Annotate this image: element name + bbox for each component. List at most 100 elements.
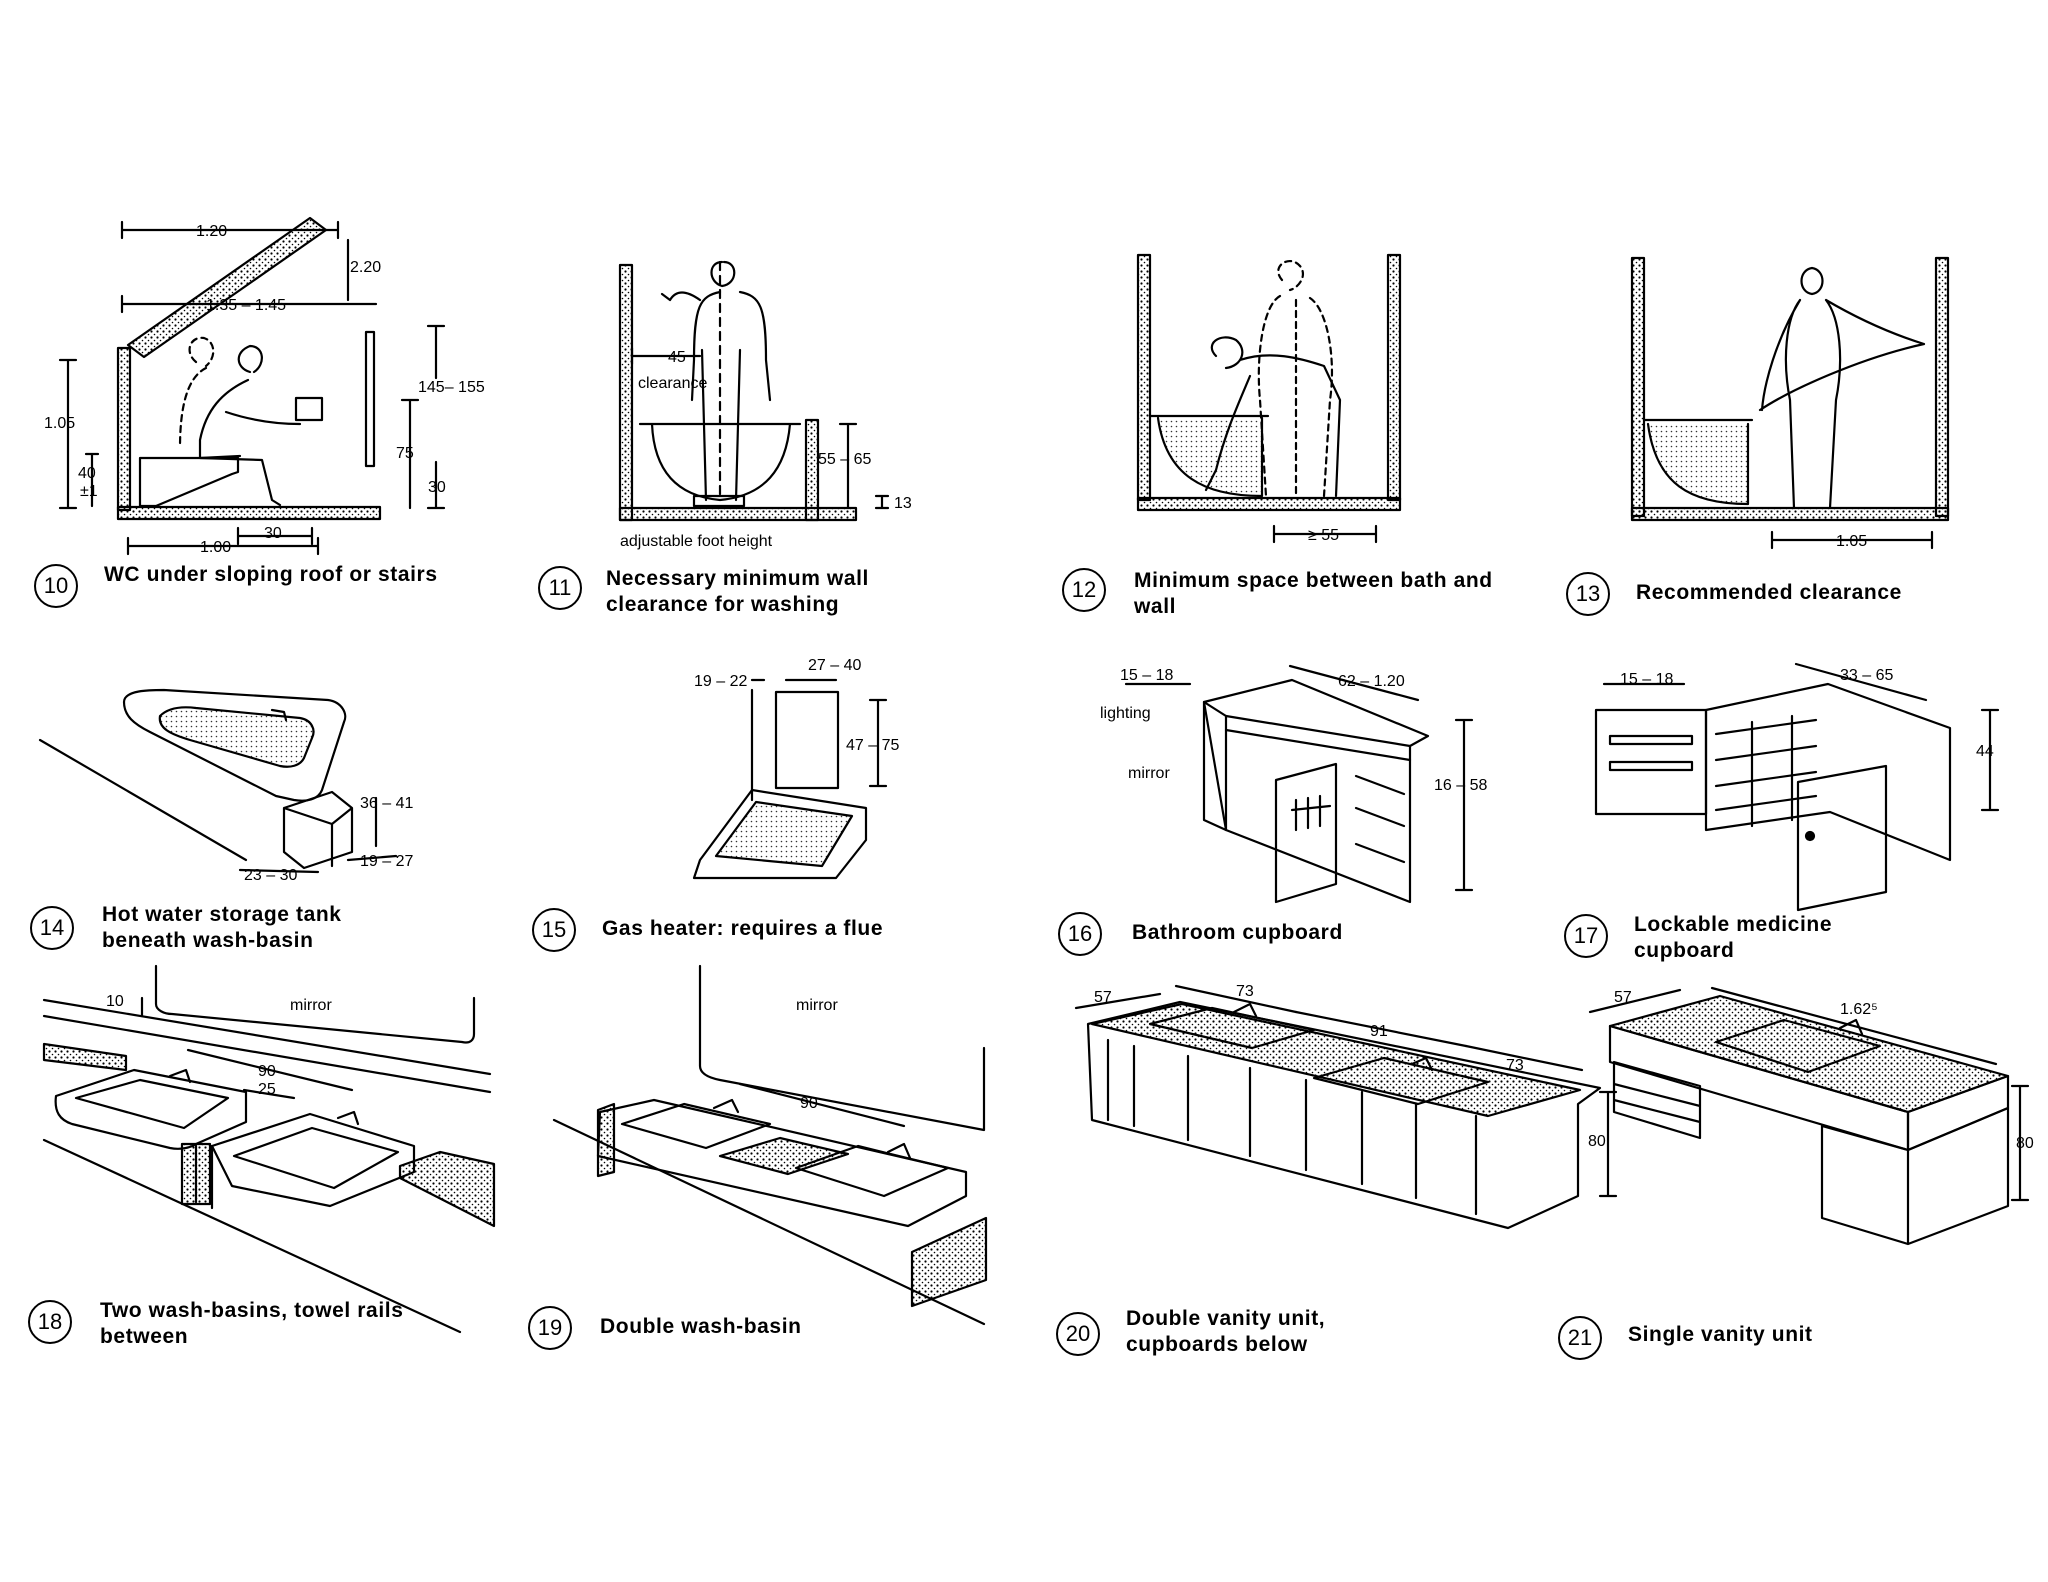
- dim-55-65: [838, 422, 858, 510]
- label-19-mirror: mirror: [796, 997, 838, 1014]
- dim-55: [1272, 524, 1378, 544]
- dim-30: [426, 460, 446, 510]
- panel-16-number: 16: [1058, 912, 1102, 956]
- dim-45: [630, 346, 702, 366]
- panel-21-number: 21: [1558, 1316, 1602, 1360]
- panel-18-drawing: [42, 964, 496, 1334]
- panel-10-drawing: [58, 216, 446, 556]
- dim-57b: [1588, 988, 1682, 1014]
- label-17-width: 33 – 65: [1840, 667, 1893, 684]
- dim-91: [1294, 1010, 1468, 1048]
- dim-44: [1980, 708, 2000, 812]
- label-10-height-total: 2.20: [350, 259, 381, 276]
- label-18-mirror: mirror: [290, 997, 332, 1014]
- lock: [1804, 830, 1816, 842]
- panel-16-drawing: [1124, 664, 1474, 904]
- right-wall-12: [1386, 253, 1402, 502]
- panel-15-number: 15: [532, 908, 576, 952]
- dim-40: [84, 452, 100, 508]
- label-10-seat-depth: 30: [264, 525, 282, 542]
- label-16-depth: 15 – 18: [1120, 667, 1173, 684]
- gas-heater: [774, 690, 840, 790]
- label-13-clearance: 1.05: [1836, 533, 1867, 550]
- open-door: [1274, 762, 1338, 904]
- panel-18-caption: Two wash-basins, towel rails between: [100, 1299, 404, 1348]
- wash-basin-14: [122, 688, 347, 802]
- label-14-tank-d: 19 – 27: [360, 853, 413, 870]
- panel-17-caption: Lockable medicine cupboard: [1634, 913, 1833, 962]
- toothbrush-rack: [1290, 794, 1332, 832]
- counter-dotted-mid: [718, 1136, 850, 1176]
- mirror-18: [154, 964, 476, 1044]
- wc-pan: [138, 456, 240, 508]
- panel-15-drawing: [692, 678, 888, 880]
- dim-62-1-20: [1288, 664, 1420, 702]
- panel-13-number: 13: [1566, 572, 1610, 616]
- label-12-min-space: ≥ 55: [1308, 527, 1339, 544]
- mirror-19: [698, 964, 986, 1132]
- panel-20-number: 20: [1056, 1312, 1100, 1356]
- label-14-tank-w: 23 – 30: [244, 867, 297, 884]
- side-panel-19: [910, 1216, 988, 1308]
- panel-17-drawing: [1594, 662, 2000, 912]
- storage-tank: [282, 790, 354, 870]
- bathtub-15: [692, 788, 868, 880]
- label-18-rail: 25: [258, 1081, 276, 1098]
- seated-person: [198, 344, 302, 507]
- right-wall-11: [804, 418, 820, 522]
- label-21-width: 1.62⁵: [1840, 1001, 1878, 1018]
- basin-bowl-14: [158, 706, 315, 768]
- label-20-depth: 57: [1094, 989, 1112, 1006]
- label-18-span: 90: [258, 1063, 276, 1080]
- floor-12: [1136, 496, 1402, 512]
- towel-person: [1758, 266, 1926, 510]
- panel-14-drawing: [38, 688, 398, 874]
- label-11-foot-note: adjustable foot height: [620, 533, 773, 550]
- panel-13-caption: Recommended clearance: [1636, 581, 1902, 604]
- cupboard-front: [1202, 700, 1228, 832]
- basin-left-19: [620, 1102, 772, 1150]
- label-10-floor-h: 30: [428, 479, 446, 496]
- dim-30b: [236, 526, 314, 546]
- cupboard-doors-20: [1106, 1038, 1478, 1216]
- dim-25: [242, 1088, 296, 1100]
- left-wall-13: [1630, 256, 1646, 518]
- tap-left-18: [168, 1068, 192, 1084]
- medicine-door-right: [1796, 764, 1888, 912]
- dim-80b: [2010, 1084, 2030, 1202]
- dim-1-00: [126, 536, 320, 556]
- label-21-height: 80: [2016, 1135, 2034, 1152]
- label-11-basin-h: 55 – 65: [818, 451, 871, 468]
- label-16-height: 16 – 58: [1434, 777, 1487, 794]
- tap-left-20: [1232, 1002, 1258, 1018]
- label-11-clearance-val: 45: [668, 349, 686, 366]
- dim-19-27: [346, 854, 398, 862]
- floor-line-14: [38, 738, 248, 862]
- door-shelves: [1354, 774, 1406, 864]
- basin-21: [1714, 1018, 1882, 1074]
- dim-1-05: [58, 358, 78, 510]
- label-10-width-mid: 1.35 – 1.45: [206, 297, 286, 314]
- basin-right-19: [794, 1144, 950, 1198]
- cabinet-body: [1704, 682, 1952, 862]
- label-21-depth: 57: [1614, 989, 1632, 1006]
- tap-left-19: [712, 1098, 740, 1114]
- panel-13-drawing: [1630, 256, 1950, 550]
- dim-1-35: [120, 294, 378, 314]
- panel-14-number: 14: [30, 906, 74, 950]
- tap-right-18: [336, 1110, 360, 1126]
- door-left-rails: [1608, 734, 1694, 772]
- label-20-w3: 73: [1506, 1057, 1524, 1074]
- dim-75: [400, 398, 420, 510]
- dim-13: [874, 494, 890, 510]
- dim-1-62: [1710, 986, 1998, 1066]
- bath-12: [1148, 414, 1270, 498]
- panel-12-drawing: [1136, 253, 1402, 544]
- bath-13: [1642, 418, 1754, 506]
- label-11-foot-h: 13: [894, 495, 912, 512]
- handrail-10: [364, 330, 376, 468]
- counter-left-edge: [42, 1042, 128, 1072]
- basin-left-bowl: [74, 1078, 230, 1130]
- dim-73b: [1464, 1044, 1584, 1072]
- label-20-w1: 73: [1236, 983, 1254, 1000]
